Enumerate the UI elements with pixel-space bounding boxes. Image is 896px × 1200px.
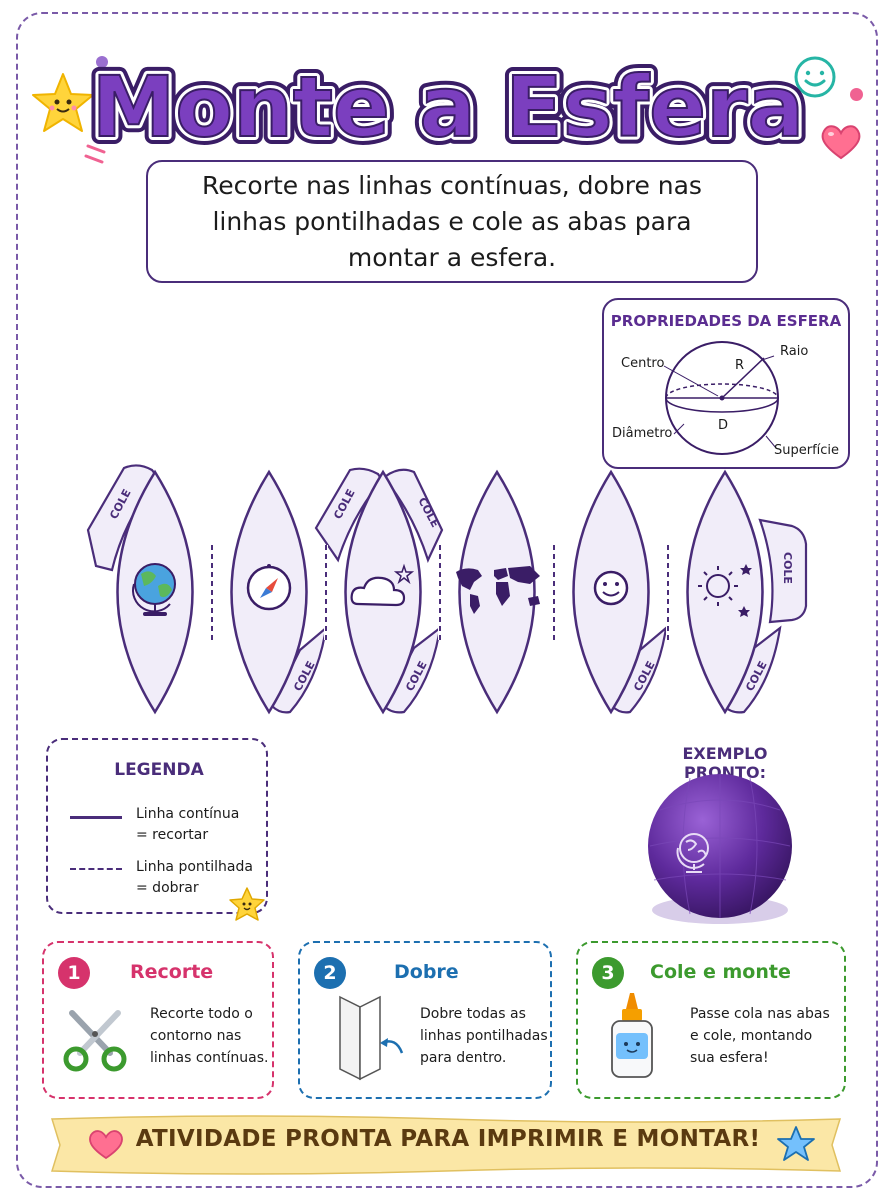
star-icon <box>777 1126 815 1161</box>
svg-text:Monte a Esfera: Monte a Esfera <box>92 58 804 156</box>
page-border <box>16 12 878 1188</box>
step-title: Dobre <box>394 961 459 983</box>
sun-stars-icon <box>698 564 752 617</box>
folded-paper-icon <box>339 995 404 1081</box>
legend-solid-line1: Linha contínua <box>136 806 240 822</box>
world-map-icon <box>456 566 540 614</box>
step-number: 3 <box>592 957 624 989</box>
globe-icon <box>132 563 176 616</box>
properties-heading: PROPRIEDADES DA ESFERA <box>610 312 842 330</box>
heart-icon <box>89 1130 123 1160</box>
globe-icon <box>676 833 709 873</box>
glue-tab: COLE <box>758 518 808 624</box>
star-face-icon <box>32 73 94 132</box>
dot-decoration <box>96 56 108 68</box>
label-r: R <box>735 358 745 373</box>
sphere-diagram <box>663 341 779 455</box>
label-d: D <box>718 418 729 433</box>
example-sphere <box>648 774 792 924</box>
legend-solid-line2: = recortar <box>136 827 209 843</box>
sphere-net: COLE COLE COLE COLE COLE COLE COLE COLE <box>86 464 808 715</box>
svg-text:Monte a Esfera: Monte a Esfera <box>92 58 804 156</box>
glue-bottle-icon <box>611 993 653 1078</box>
label-center: Centro <box>621 356 665 371</box>
banner-text: ATIVIDADE PRONTA PARA IMPRIMIR E MONTAR! <box>135 1126 761 1152</box>
scissors-icon <box>63 1010 127 1072</box>
glue-tab: COLE <box>610 625 668 714</box>
step-number: 2 <box>314 957 346 989</box>
sparkle-lines-icon <box>84 144 106 164</box>
solid-line-sample <box>70 816 122 819</box>
instructions-box: Recorte nas linhas contínuas, dobre nas … <box>146 160 758 283</box>
properties-box: PROPRIEDADES DA ESFERA Centro Raio R D D… <box>602 298 850 469</box>
step-number: 1 <box>58 957 90 989</box>
dashed-line-sample <box>70 868 122 870</box>
step-title: Cole e monte <box>650 961 791 983</box>
bottom-banner <box>50 1115 842 1175</box>
smiley-circle-icon <box>794 56 836 98</box>
legend-title: LEGENDA <box>114 760 204 780</box>
dot-decoration <box>850 88 863 101</box>
cloud-star-icon <box>350 563 415 607</box>
legend-dashed-line1: Linha pontilhada <box>136 859 253 875</box>
label-surface: Superfície <box>774 443 840 458</box>
label-diameter: Diâmetro <box>612 426 673 441</box>
smiley-icon <box>593 570 629 606</box>
heart-icon <box>821 125 861 160</box>
net-gore <box>686 469 764 715</box>
svg-text:COLE: COLE <box>781 552 794 584</box>
page-title: Monte a Esfera Monte a Esfera Monte a Es… <box>84 50 812 156</box>
instructions-text: Recorte nas linhas contínuas, dobre nas … <box>202 170 702 272</box>
step-title: Recorte <box>130 961 214 983</box>
star-face-icon <box>229 887 265 921</box>
compass-icon <box>246 564 292 611</box>
legend-box: LEGENDA Linha contínua = recortar Linha … <box>46 738 268 914</box>
legend-dashed-line2: = dobrar <box>136 880 199 896</box>
svg-text:Monte a Esfera: Monte a Esfera <box>92 58 804 156</box>
label-radius: Raio <box>780 344 809 359</box>
